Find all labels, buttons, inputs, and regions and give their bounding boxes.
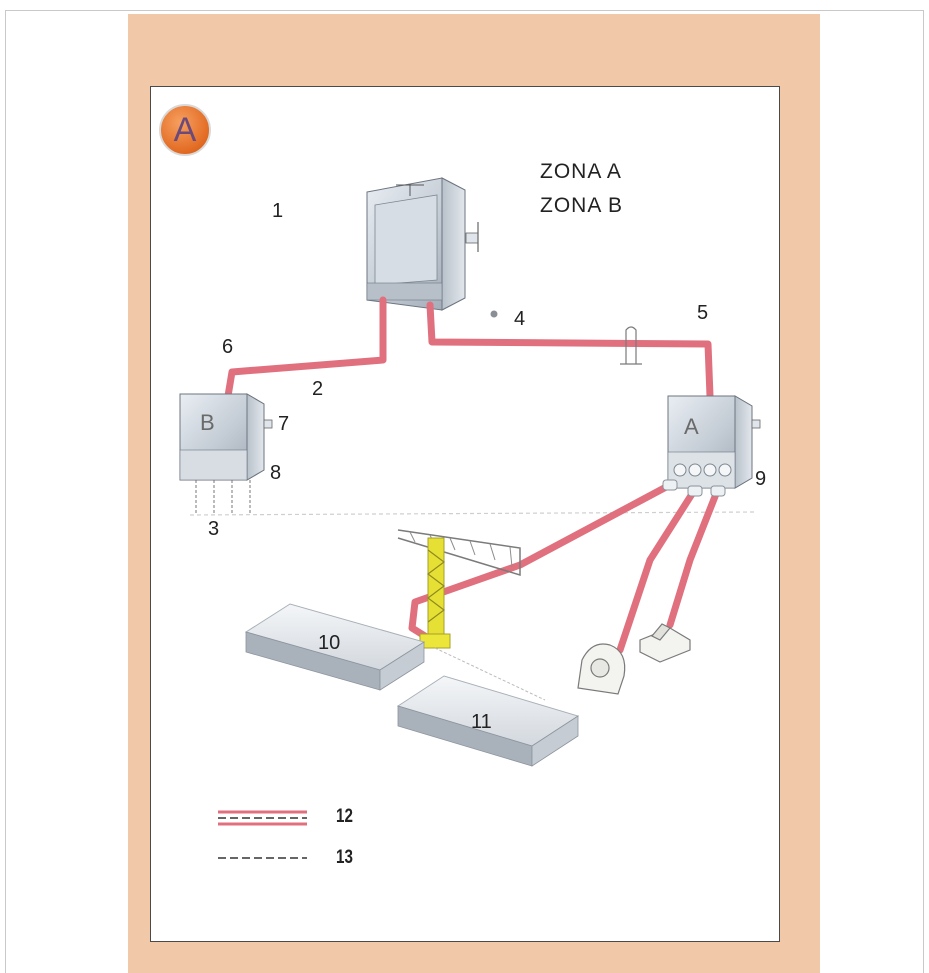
outer-frame-left [5,10,6,973]
label-4: 4 [514,308,526,330]
label-2: 2 [312,378,324,400]
cable-a-to-crane [408,482,672,642]
slab-10 [244,603,426,691]
cabinet-b [179,393,273,514]
cabinet-b-letter: B [200,410,215,435]
cable-a-to-tool-2 [666,490,720,629]
outer-frame-right [923,10,924,973]
label-10: 10 [318,632,341,654]
ground-rod-dot [490,310,498,318]
slab-11 [396,675,580,767]
legend-cable-symbol [218,810,307,826]
outer-frame-top [5,10,924,11]
cable-main-to-b [224,296,387,400]
legend-label-13: 13 [336,847,353,868]
legend-label-12: 12 [336,806,353,827]
cables [224,296,720,654]
label-5: 5 [697,302,709,324]
section-badge: A [159,104,211,156]
label-9: 9 [755,468,767,490]
label-1: 1 [272,200,284,222]
label-3: 3 [208,518,220,540]
power-tool-box [639,623,691,663]
power-tool-saw [577,643,626,695]
zone-a-label: ZONA A [540,160,622,183]
cable-a-to-tool-1 [616,490,696,654]
zone-b-label: ZONA B [540,194,624,217]
cable-support [620,326,642,365]
label-7: 7 [278,413,290,435]
main-cabinet [366,177,479,311]
cable-main-to-a [426,301,714,400]
ground-dashed-line [189,511,756,516]
cabinet-a-letter: A [684,414,699,439]
label-11: 11 [471,711,492,733]
label-6: 6 [222,336,234,358]
label-8: 8 [270,462,282,484]
tower-crane [397,529,546,701]
cabinet-a [662,395,761,497]
